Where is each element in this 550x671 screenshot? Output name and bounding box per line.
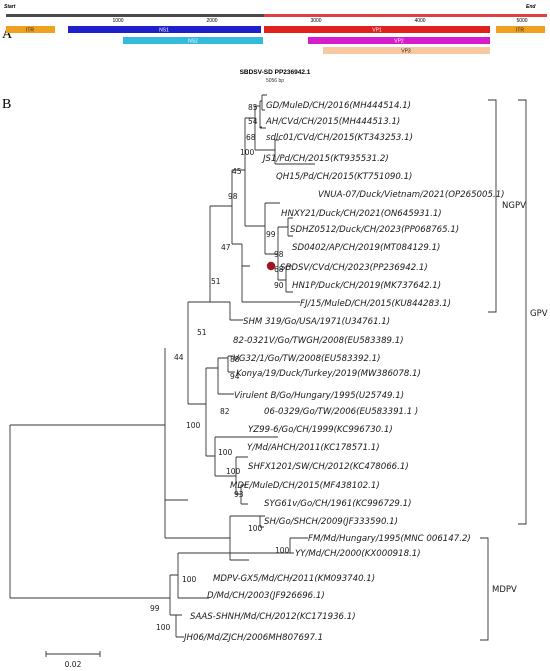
- leaf-label: FJ/15/MuleD/CH/2015(KU844283.1): [300, 299, 451, 309]
- scale-bar-label: 0.02: [65, 660, 82, 669]
- scale-bar: [45, 651, 101, 657]
- bootstrap-value: 99: [266, 230, 276, 239]
- leaf-label: MDE/MuleD/CH/2015(MF438102.1): [230, 481, 380, 491]
- tick-label: 4000: [414, 18, 425, 24]
- gene-ns1-label: NS1: [159, 28, 169, 34]
- panel-a-letter: A: [2, 27, 13, 42]
- tick-label: 1000: [112, 18, 123, 24]
- bootstrap-value: 45: [232, 167, 242, 176]
- gene-vp1: [264, 26, 490, 33]
- bootstrap-value: 68: [274, 265, 284, 274]
- leaf-label: sdlc01/CVd/CH/2015(KT343253.1): [266, 133, 413, 143]
- clade-label-mdpv: MDPV: [492, 585, 517, 595]
- leaf-label: Y/Md/AHCH/2011(KC178571.1): [247, 443, 380, 453]
- bootstrap-value: 47: [221, 243, 231, 252]
- leaf-label: D/Md/CH/2003(JF926696.1): [207, 591, 325, 601]
- bootstrap-value: 88: [230, 355, 240, 364]
- clade-label-gpv: GPV: [530, 309, 548, 319]
- phylogenetic-tree: B GD/MuleD/CH/2016(MH444514.1) AH/CVd/CH…: [2, 94, 548, 669]
- gene-itr-right-label: ITR: [516, 28, 524, 34]
- leaf-label: VG32/1/Go/TW/2008(EU583392.1): [233, 354, 381, 364]
- leaf-label: MDPV-GX5/Md/CH/2011(KM093740.1): [213, 574, 375, 584]
- bootstrap-value: 100: [226, 467, 241, 476]
- gene-itr-right: [496, 26, 545, 33]
- gene-vp3-label: VP3: [401, 49, 411, 55]
- tick-label: 3000: [310, 18, 321, 24]
- bootstrap-value: 98: [274, 250, 284, 259]
- leaf-label study-sequence-label: SBDSV/CVd/CH/2023(PP236942.1): [280, 263, 428, 273]
- leaf-label: 06-0329/Go/TW/2006(EU583391.1 ): [264, 407, 418, 417]
- leaf-label: YZ99-6/Go/CH/1999(KC996730.1): [248, 425, 393, 435]
- bootstrap-value: 85: [248, 103, 258, 112]
- leaf-label: HN1P/Duck/CH/2019(MK737642.1): [292, 281, 441, 291]
- tick-label: 2000: [206, 18, 217, 24]
- leaf-label: QH15/Pd/CH/2015(KT751090.1): [276, 172, 412, 182]
- gene-itr-left-label: ITR: [26, 28, 34, 34]
- leaf-label: SDHZ0512/Duck/CH/2023(PP068765.1): [290, 225, 459, 235]
- gene-itr-left: [6, 26, 55, 33]
- start-label: Start: [4, 4, 16, 10]
- leaf-label: JH06/Md/ZJCH/2006MH807697.1: [182, 633, 323, 643]
- leaf-label: SYG61v/Go/CH/1961(KC996729.1): [264, 499, 411, 509]
- bootstrap-value: 44: [174, 353, 184, 362]
- genome-line-right: [264, 14, 547, 17]
- bootstrap-value: 51: [197, 328, 207, 337]
- gene-ns2-label: NS2: [188, 39, 198, 45]
- gene-vp1-label: VP1: [372, 28, 382, 34]
- leaf-label: SHFX1201/SW/CH/2012(KC478066.1): [248, 462, 409, 472]
- genome-line-left: [6, 14, 264, 17]
- sequence-length: 5056 bp: [266, 78, 284, 84]
- bootstrap-value: 98: [228, 192, 238, 201]
- study-sequence-marker: [266, 261, 276, 271]
- bootstrap-value: 100: [240, 148, 255, 157]
- leaf-stubs: [178, 94, 308, 638]
- leaf-label: HNXY21/Duck/CH/2021(ON645931.1): [281, 209, 442, 219]
- bootstrap-value: 99: [150, 604, 160, 613]
- bootstrap-value: 51: [211, 277, 221, 286]
- leaf-label: SHM 319/Go/USA/1971(U34761.1): [243, 317, 390, 327]
- bootstrap-value: 100: [156, 623, 171, 632]
- leaf-label: GD/MuleD/CH/2016(MH444514.1): [266, 101, 411, 111]
- bootstrap-value: 94: [230, 372, 240, 381]
- gene-ns2: [123, 37, 263, 44]
- gene-vp2: [308, 37, 490, 44]
- leaf-label: VNUA-07/Duck/Vietnam/2021(OP265005.1): [318, 190, 505, 200]
- gene-vp3: [323, 47, 490, 54]
- bootstrap-value: 90: [274, 281, 284, 290]
- bootstrap-value: 68: [246, 133, 256, 142]
- bootstrap-value: 100: [218, 448, 233, 457]
- clade-bracket-ngpv: [488, 99, 497, 313]
- leaf-label: YY/Md/CH/2000(KX000918.1): [295, 549, 421, 559]
- end-label: End: [526, 4, 536, 10]
- bootstrap-value: 100: [275, 546, 290, 555]
- clade-bracket-gpv: [518, 99, 527, 525]
- leaf-label: SAAS-SHNH/Md/CH/2012(KC171936.1): [190, 612, 356, 622]
- leaf-label: SH/Go/SHCH/2009(JF333590.1): [264, 517, 398, 527]
- bootstrap-value: 93: [234, 490, 244, 499]
- clade-bracket-mdpv: [480, 537, 489, 641]
- leaf-label: FM/Md/Hungary/1995(MNC 006147.2): [308, 534, 471, 544]
- tick-label: 5000: [516, 18, 527, 24]
- leaf-label: SD0402/AP/CH/2019(MT084129.1): [292, 243, 440, 253]
- genome-map: A Start End 1000 2000 3000 4000 5000 ITR…: [2, 4, 547, 84]
- leaf-label: JS1/Pd/CH/2015(KT935531.2): [261, 154, 389, 164]
- gene-vp2-label: VP2: [394, 39, 404, 45]
- leaf-label: 82-0321V/Go/TWGH/2008(EU583389.1): [233, 336, 404, 346]
- leaf-label: Virulent B/Go/Hungary/1995(U25749.1): [234, 391, 404, 401]
- bootstrap-value: 100: [186, 421, 201, 430]
- tree-branches: [9, 94, 315, 638]
- bootstrap-value: 100: [182, 575, 197, 584]
- bootstrap-value: 82: [220, 407, 230, 416]
- sequence-title: SBDSV-SD PP236942.1: [240, 69, 311, 76]
- bootstrap-value: 54: [248, 117, 258, 126]
- gene-ns1: [68, 26, 261, 33]
- clade-label-ngpv: NGPV: [502, 201, 526, 211]
- bootstrap-value: 100: [248, 524, 263, 533]
- panel-b-letter: B: [2, 97, 11, 112]
- leaf-label: AH/CVd/CH/2015(MH444513.1): [265, 117, 400, 127]
- leaf-label: Konya/19/Duck/Turkey/2019(MW386078.1): [236, 369, 421, 379]
